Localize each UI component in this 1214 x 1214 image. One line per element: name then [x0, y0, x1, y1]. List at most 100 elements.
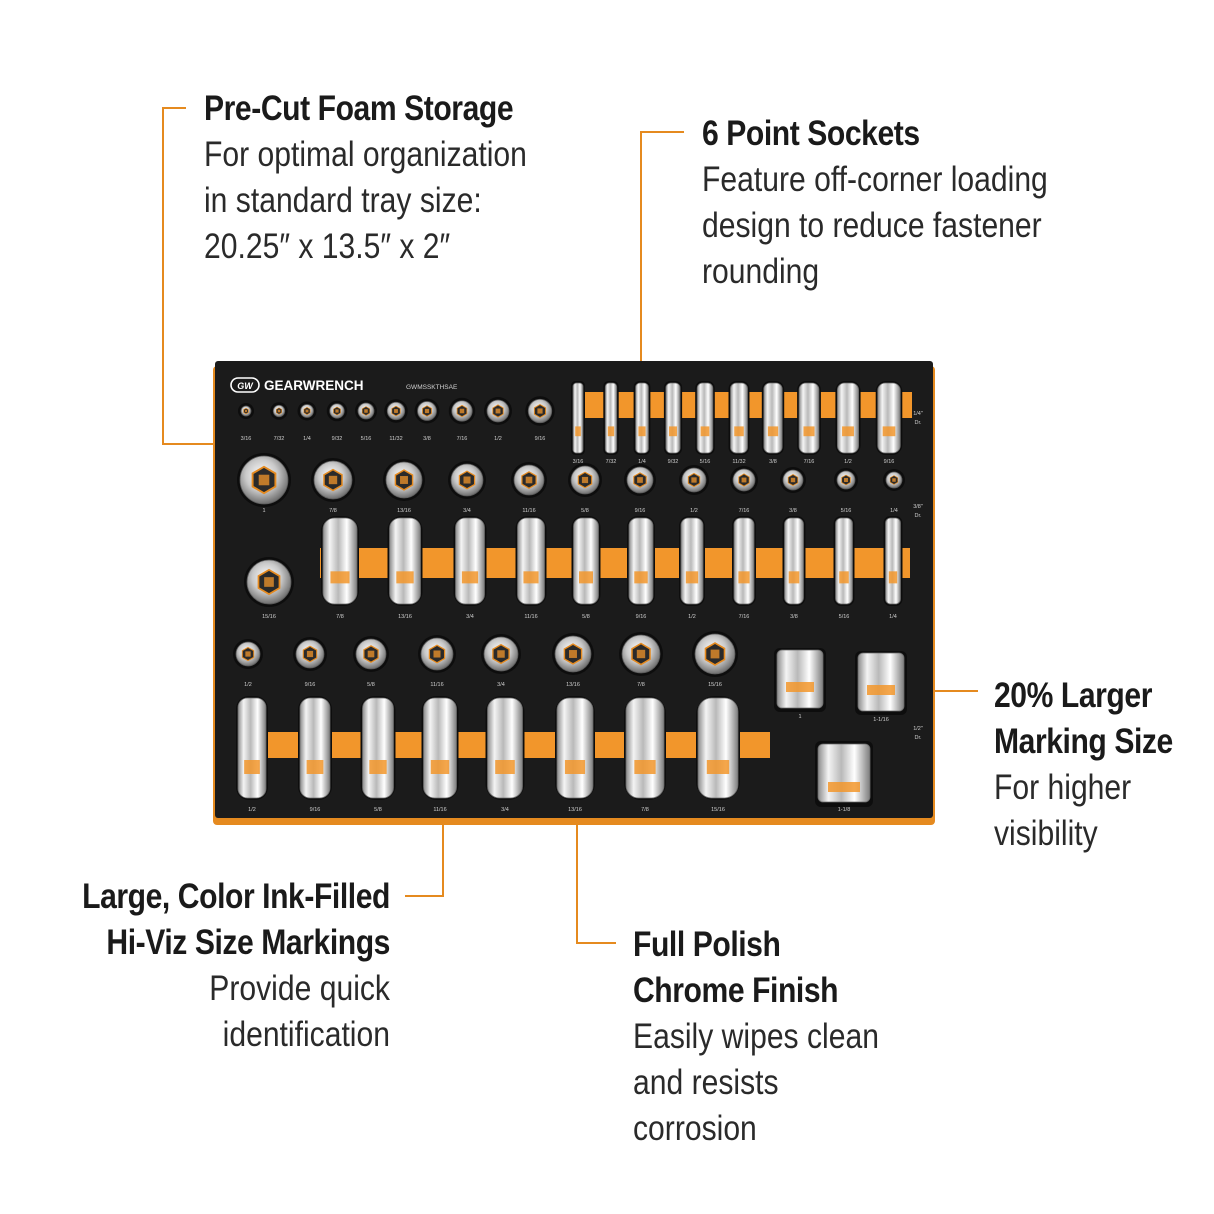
gearwrench-logo: GW: [230, 377, 260, 393]
socket-quarter-shallow: [357, 402, 375, 420]
socket-quarter-shallow-hex: [533, 403, 547, 419]
ink-callout-title-1: Large, Color Ink-Filled: [82, 877, 390, 916]
socket-quarter-deep-marking: [882, 426, 896, 437]
polish-callout-line-1: Easily wipes clean: [633, 1017, 879, 1056]
socket-half-large-1-1-8-marking: [828, 782, 860, 792]
socket-three-eighths-shallow-hex: [251, 465, 277, 495]
socket-three-eighths-deep-marking: [685, 571, 699, 584]
socket-quarter-shallow: [272, 404, 286, 418]
socket-quarter-deep-marking: [734, 426, 744, 437]
size-label: 1/2: [248, 807, 256, 813]
socket-three-eighths-shallow-drive: [525, 476, 533, 484]
size-label: 5/8: [374, 807, 382, 813]
tray-foam: [215, 361, 933, 818]
socket-quarter-shallow: [451, 400, 473, 422]
socket-three-eighths-deep-pocket: [883, 516, 903, 606]
socket-half-shallow-drive: [433, 650, 441, 658]
size-label: 7/16: [804, 459, 815, 465]
socket-quarter-shallow-pocket: [484, 397, 512, 425]
socket-half-shallow-pocket: [293, 637, 327, 671]
socket-large-pocket: [855, 651, 907, 715]
socket-three-eighths-shallow-hex: [889, 475, 899, 485]
socket-quarter-shallow-pocket: [414, 398, 440, 424]
socket-half-deep-marking: [430, 760, 450, 774]
socket-three-eighths-deep-pocket: [387, 516, 423, 606]
size-label: 9/16: [310, 807, 321, 813]
socket-half-shallow: [694, 633, 736, 675]
size-label: 1-1/16: [873, 717, 889, 723]
marking-callout-line-1: For higher: [994, 768, 1132, 807]
socket-half-deep-marking: [244, 760, 260, 774]
socket-half-deep-pocket: [360, 696, 396, 800]
socket-half-shallow-drive: [636, 649, 646, 659]
size-label: 11/16: [430, 682, 443, 688]
part-number: GWMSSKTHSAE: [406, 384, 458, 391]
ink-callout-line-2: identification: [222, 1015, 390, 1054]
socket-three-eighths-shallow: [732, 468, 756, 492]
socket-half-shallow-pocket: [552, 633, 594, 675]
socket-quarter-shallow-pocket: [326, 400, 348, 422]
size-label: 1/4: [303, 436, 311, 442]
size-label: 15/16: [262, 614, 276, 620]
socket-quarter-shallow-drive: [277, 409, 281, 413]
marking-callout: 20% Larger Marking Size For higher visib…: [994, 673, 1202, 857]
socket-three-eighths-shallow-hex: [458, 470, 476, 490]
socket-quarter-shallow-drive: [394, 409, 398, 413]
socket-half-shallow-hex: [241, 646, 255, 662]
socket-three-eighths-deep-marking: [330, 571, 350, 584]
size-label: 13/16: [397, 508, 411, 514]
socket-quarter-deep: [763, 382, 783, 454]
size-label: 1: [262, 508, 265, 514]
polish-callout-line-3: corrosion: [633, 1109, 757, 1148]
socket-three-eighths-deep: [885, 517, 901, 605]
socket-three-eighths-shallow-drive: [581, 476, 589, 484]
socket-three-eighths-deep-pocket: [453, 516, 487, 606]
socket-quarter-shallow-hex: [303, 407, 311, 415]
socket-half-deep-pocket: [298, 696, 332, 800]
size-label: 1: [798, 714, 801, 720]
socket-three-eighths-deep-marking: [839, 571, 849, 584]
size-label: 3/4: [463, 508, 471, 514]
socket-quarter-shallow-drive: [424, 408, 430, 414]
socket-quarter-shallow-drive: [335, 409, 339, 413]
size-label: 9/16: [635, 508, 646, 514]
size-label: 5/8: [582, 614, 590, 620]
size-label: 7/32: [274, 436, 285, 442]
socket-three-eighths-deep: [389, 517, 421, 605]
socket-half-deep: [299, 697, 331, 799]
socket-half-deep-marking: [706, 760, 730, 774]
socket-three-eighths-shallow-hex: [394, 469, 414, 491]
size-label: 9/32: [332, 436, 343, 442]
socket-quarter-shallow-pocket: [525, 396, 555, 426]
socket-three-eighths-deep-pocket: [627, 516, 655, 606]
size-label: 7/8: [329, 508, 337, 514]
socket-quarter-deep-pocket: [695, 381, 715, 455]
socket-half-shallow-pocket: [353, 636, 389, 672]
ink-callout-line-1: Provide quick: [209, 969, 390, 1008]
socket-three-eighths-deep: [517, 517, 545, 605]
socket-half-deep-pocket: [236, 696, 268, 800]
socket-half-deep-pocket: [624, 696, 666, 800]
size-label: 7/8: [336, 614, 344, 620]
socket-three-eighths-shallow-hex: [738, 473, 750, 487]
socket-three-eighths-shallow-drive: [328, 475, 338, 485]
size-label: 7/32: [606, 459, 617, 465]
socket-quarter-deep: [665, 382, 681, 454]
socket-three-eighths-shallow-hex: [577, 471, 593, 489]
size-label: 3/4: [497, 682, 505, 688]
size-label: 9/16: [636, 614, 647, 620]
socket-half-shallow: [355, 638, 387, 670]
socket-quarter-shallow-pocket: [297, 401, 317, 421]
socket-three-eighths-deep: [733, 517, 755, 605]
orange-rail-row1: [572, 392, 912, 418]
marking-callout-line-2: visibility: [994, 814, 1098, 853]
size-label: 1/2: [688, 614, 696, 620]
socket-quarter-shallow: [486, 399, 510, 423]
socket-three-eighths-shallow: [450, 463, 484, 497]
size-label: 1-1/8: [838, 807, 851, 813]
size-label: 1/2: [494, 436, 502, 442]
socket-three-eighths-deep-marking: [888, 571, 898, 584]
socket-quarter-deep: [837, 382, 860, 454]
socket-half-deep-pocket: [421, 696, 459, 800]
drive-label: 3/8": [913, 504, 923, 510]
